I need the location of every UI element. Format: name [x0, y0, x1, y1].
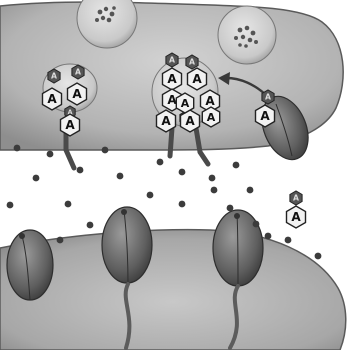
hexagon-label: A	[75, 68, 81, 77]
free-molecule-dot	[65, 201, 72, 208]
hexagon-label: A	[72, 87, 82, 101]
free-molecule-dot	[285, 237, 292, 244]
free-molecule-dot	[157, 159, 164, 166]
hexagon-label: A	[207, 111, 216, 124]
hexagon-molecule-icon: A	[61, 114, 80, 136]
hexagon-molecule-icon: A	[68, 83, 87, 105]
free-molecule-dot	[247, 187, 254, 194]
hexagon-molecule-icon: A	[43, 88, 62, 110]
hexagon-label: A	[291, 210, 301, 224]
hexagon-label: A	[260, 109, 270, 123]
free-molecule-dot	[211, 187, 218, 194]
free-molecule-dot	[33, 175, 40, 182]
hexagon-molecule-icon-small: A	[166, 53, 178, 67]
free-molecule-dot	[233, 162, 240, 169]
hexagon-label: A	[189, 58, 195, 67]
free-molecule-dot	[147, 192, 154, 199]
hexagon-molecule-icon: A	[202, 107, 219, 127]
hexagon-molecule-icon: A	[176, 93, 193, 113]
hexagon-molecule-icon-small: A	[186, 55, 198, 69]
hexagon-label: A	[205, 94, 215, 108]
hexagon-label: A	[169, 56, 175, 65]
hexagon-molecule-icon-small: A	[72, 65, 84, 79]
free-molecule-dot	[227, 205, 234, 212]
free-molecule-dot	[253, 221, 260, 228]
free-molecule-dot	[57, 237, 64, 244]
free-molecule-dot	[315, 253, 322, 260]
hexagon-molecule-icon-small: A	[262, 90, 274, 104]
free-molecule-dot	[14, 145, 21, 152]
hexagon-label: A	[185, 114, 195, 128]
free-molecule-dot	[209, 175, 216, 182]
hexagon-molecule-icon: A	[163, 68, 182, 90]
hexagon-molecule-icon: A	[256, 105, 275, 127]
free-molecule-dot	[179, 169, 186, 176]
vesicle-large-right	[218, 6, 276, 64]
hexagon-molecule-icon: A	[287, 206, 306, 228]
free-molecule-dot	[117, 173, 124, 180]
free-molecule-dot	[47, 151, 54, 158]
free-molecule-dot	[265, 233, 272, 240]
free-molecule-dot	[7, 202, 14, 209]
postsynaptic-cell	[0, 230, 346, 350]
hexagon-label: A	[65, 118, 75, 132]
free-molecule-dot	[77, 167, 84, 174]
receptor-icon	[102, 207, 152, 284]
free-molecule-dot	[179, 201, 186, 208]
hexagon-molecule-icon-small: A	[290, 191, 302, 205]
hexagon-label: A	[47, 92, 57, 106]
hexagon-label: A	[192, 72, 202, 86]
hexagon-molecule-icon-small: A	[48, 69, 60, 83]
free-molecule-dot	[87, 222, 94, 229]
hexagon-label: A	[265, 93, 271, 102]
hexagon-label: A	[51, 72, 57, 81]
hexagon-label: A	[161, 114, 171, 128]
hexagon-label: A	[167, 72, 177, 86]
hexagon-molecule-icon: A	[157, 110, 176, 132]
hexagon-label: A	[293, 194, 299, 203]
free-molecule-dot	[102, 147, 109, 154]
hexagon-molecule-icon: A	[181, 110, 200, 132]
receptor-icon	[7, 230, 53, 300]
hexagon-label: A	[181, 97, 190, 110]
hexagon-molecule-icon: A	[188, 68, 207, 90]
